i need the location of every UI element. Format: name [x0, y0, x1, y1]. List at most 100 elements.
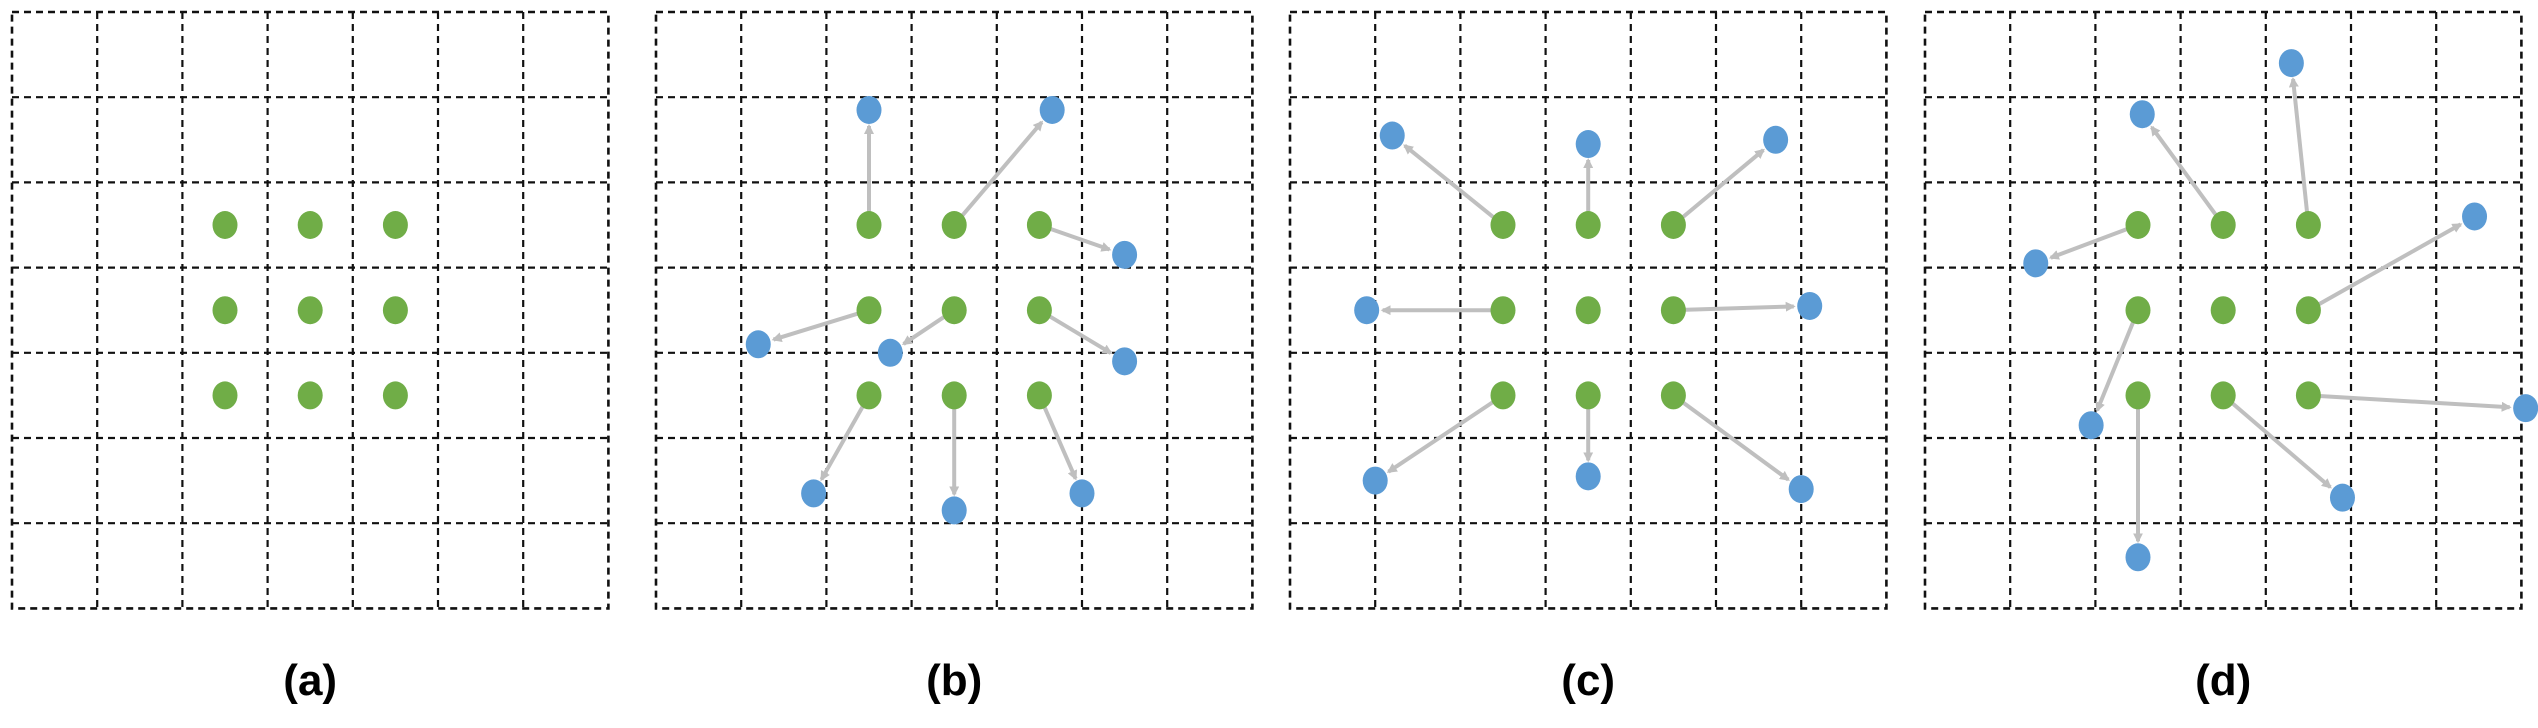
sampling-point	[1026, 211, 1052, 239]
offset-point	[877, 338, 903, 367]
offset-arrow	[1679, 148, 1765, 221]
panel-c-grid-border	[1288, 10, 1888, 610]
offset-arrow	[1047, 226, 1112, 252]
offset-point	[1575, 130, 1601, 159]
sampling-point	[2210, 296, 2236, 325]
panel-d: (d)	[1923, 10, 2538, 705]
offset-point	[856, 95, 882, 124]
panel-b-grid	[654, 10, 1254, 610]
offset-point	[1797, 291, 1823, 320]
offset-point	[1354, 296, 1380, 325]
panel-d-points	[2023, 49, 2538, 572]
offset-arrow	[1682, 301, 1796, 312]
sampling-point	[856, 211, 882, 239]
panel-a: (a)	[10, 10, 610, 705]
panel-d-label: (d)	[2195, 656, 2251, 705]
sampling-point	[2210, 211, 2236, 239]
sampling-point	[1026, 296, 1052, 325]
sampling-point	[382, 381, 408, 410]
panel-c-grid	[1288, 10, 1888, 610]
offset-point	[941, 496, 967, 525]
offset-arrow	[1403, 144, 1498, 221]
sampling-point	[382, 211, 408, 239]
sampling-point	[1575, 381, 1601, 410]
panel-b-points	[745, 95, 1138, 525]
sampling-point	[1490, 296, 1516, 325]
sampling-point	[2210, 381, 2236, 410]
sampling-point	[297, 381, 323, 410]
sampling-point	[1490, 381, 1516, 410]
panel-c-points	[1354, 121, 1823, 504]
offset-arrow	[1046, 313, 1113, 355]
sampling-point	[212, 296, 238, 325]
sampling-point	[941, 381, 967, 410]
offset-arrow	[2315, 222, 2463, 308]
sampling-point	[1575, 211, 1601, 239]
sampling-point	[2295, 381, 2321, 410]
panel-a-grid	[10, 10, 610, 610]
offset-arrow	[1386, 398, 1497, 474]
sampling-point	[2125, 381, 2151, 410]
offset-point	[2023, 249, 2049, 278]
offset-point	[1379, 121, 1405, 150]
offset-point	[1575, 462, 1601, 491]
sampling-point	[856, 381, 882, 410]
sampling-point	[297, 296, 323, 325]
panel-a-label: (a)	[283, 656, 337, 705]
sampling-point	[1660, 381, 1686, 410]
sampling-point	[212, 381, 238, 410]
offset-point	[1039, 95, 1065, 124]
offset-point	[2513, 394, 2538, 423]
sampling-point	[2125, 211, 2151, 239]
sampling-point	[941, 296, 967, 325]
sampling-point	[1575, 296, 1601, 325]
sampling-point	[1026, 381, 1052, 410]
panel-a-grid-border	[10, 10, 610, 610]
offset-point	[801, 479, 827, 508]
sampling-point	[212, 211, 238, 239]
sampling-point	[1660, 296, 1686, 325]
offset-arrow	[819, 402, 867, 482]
offset-point	[1788, 475, 1814, 504]
sampling-point	[2295, 296, 2321, 325]
offset-point	[2125, 543, 2151, 572]
sampling-point	[2125, 296, 2151, 325]
offset-point	[2278, 49, 2304, 78]
offset-point	[2462, 202, 2488, 231]
offset-point	[1112, 347, 1138, 376]
sampling-point	[856, 296, 882, 325]
panel-a-points	[212, 211, 408, 410]
offset-arrow	[901, 313, 948, 346]
offset-arrow	[2150, 125, 2220, 219]
offset-point	[1763, 125, 1789, 154]
sampling-point	[1660, 211, 1686, 239]
offset-arrow	[2317, 393, 2512, 412]
offset-point	[2078, 411, 2104, 440]
offset-point	[745, 330, 771, 359]
panel-b-label: (b)	[926, 656, 982, 705]
offset-point	[1069, 479, 1095, 508]
panel-b-grid-border	[654, 10, 1254, 610]
panel-d-grid-border	[1923, 10, 2523, 610]
offset-arrow	[958, 120, 1044, 220]
offset-point	[2329, 483, 2355, 512]
sampling-point	[382, 296, 408, 325]
panel-b: (b)	[654, 10, 1254, 705]
offset-point	[1112, 240, 1138, 269]
offset-arrow	[771, 310, 861, 343]
sampling-point	[1490, 211, 1516, 239]
sampling-point	[941, 211, 967, 239]
offset-arrow	[2095, 317, 2137, 413]
sampling-point	[297, 211, 323, 239]
offset-arrow	[2288, 77, 2310, 217]
offset-arrow	[1041, 402, 1078, 481]
sampling-point	[2295, 211, 2321, 239]
panel-c: (c)	[1288, 10, 1888, 705]
panel-c-label: (c)	[1561, 656, 1615, 705]
offset-arrow	[1679, 399, 1790, 482]
offset-point	[2129, 100, 2155, 129]
offset-point	[1362, 466, 1388, 495]
offset-arrow	[2228, 399, 2332, 489]
panel-d-grid	[1923, 10, 2523, 610]
